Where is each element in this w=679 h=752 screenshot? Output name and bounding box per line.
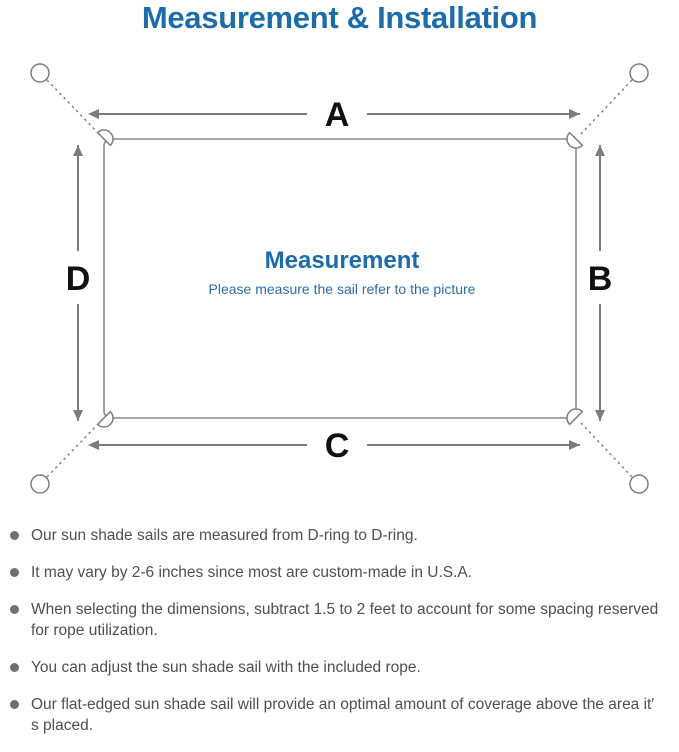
anchor-top-left-icon — [30, 63, 50, 83]
diagram-center-title: Measurement — [265, 247, 420, 274]
d-ring-top-left-icon — [96, 129, 114, 147]
diagram-center-subtitle: Please measure the sail refer to the pic… — [209, 281, 476, 297]
bullet-icon — [10, 531, 19, 540]
dimension-label-b: B — [588, 260, 613, 298]
d-ring-bottom-left-icon — [96, 410, 114, 428]
list-item: When selecting the dimensions, subtract … — [10, 599, 665, 641]
bullet-icon — [10, 568, 19, 577]
list-item: Our flat-edged sun shade sail will provi… — [10, 694, 665, 736]
rope-line-top-right — [580, 79, 633, 135]
notes-list: Our sun shade sails are measured from D-… — [0, 525, 679, 752]
dimension-label-c: C — [325, 427, 350, 465]
bullet-icon — [10, 700, 19, 709]
list-item: You can adjust the sun shade sail with t… — [10, 657, 665, 678]
rope-line-bottom-left — [46, 422, 100, 478]
anchor-top-right-icon — [629, 63, 649, 83]
note-text: You can adjust the sun shade sail with t… — [31, 659, 421, 676]
diagram-container: A C D B Measurement Please measure the s… — [0, 46, 679, 516]
note-text: It may vary by 2-6 inches since most are… — [31, 564, 473, 581]
list-item: It may vary by 2-6 inches since most are… — [10, 562, 665, 583]
d-ring-top-right-icon — [566, 131, 584, 149]
d-ring-bottom-right-icon — [566, 408, 584, 426]
note-text: Our flat-edged sun shade sail will provi… — [31, 696, 655, 734]
bullet-icon — [10, 605, 19, 614]
anchor-bottom-left-icon — [30, 474, 50, 494]
list-item: Our sun shade sails are measured from D-… — [10, 525, 665, 546]
dimension-label-a: A — [325, 96, 350, 134]
page-title: Measurement & Installation — [141, 0, 538, 35]
rope-line-top-left — [46, 79, 100, 135]
rope-line-bottom-right — [580, 422, 633, 478]
note-text: Our sun shade sails are measured from D-… — [31, 527, 418, 544]
anchor-bottom-right-icon — [629, 474, 649, 494]
bullet-icon — [10, 663, 19, 672]
shade-sail-diagram: A C D B Measurement Please measure the s… — [30, 63, 649, 494]
sail-rectangle — [103, 138, 577, 419]
dimension-label-d: D — [66, 260, 91, 298]
note-text: When selecting the dimensions, subtract … — [31, 601, 659, 639]
